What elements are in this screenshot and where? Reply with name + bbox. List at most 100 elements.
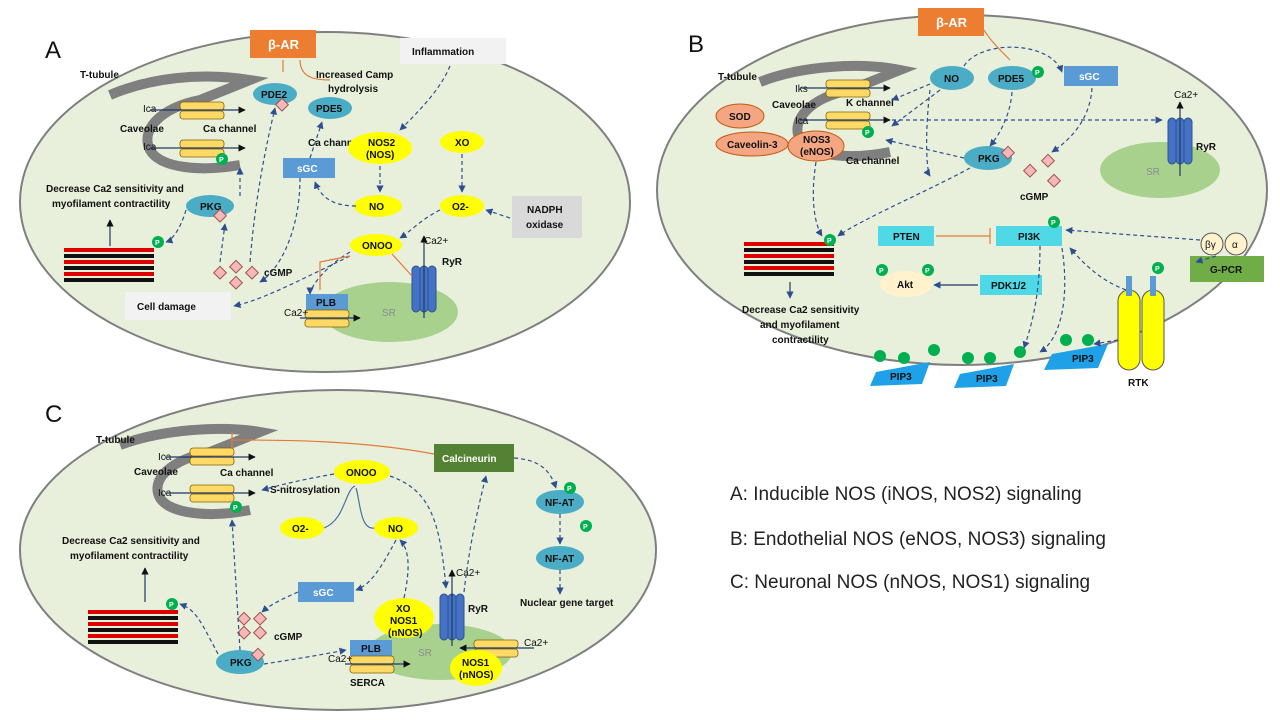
ryr-ca-label-c: Ca2+	[456, 568, 480, 579]
sod-label: SOD	[729, 112, 751, 123]
nuclear-target-label: Nuclear gene target	[520, 598, 614, 609]
pten-box	[878, 226, 934, 246]
pkg-label-b: PKG	[978, 154, 1000, 165]
sr-label-a: SR	[382, 308, 396, 319]
panel-letter-c: C	[45, 401, 62, 428]
no-node-a	[354, 195, 402, 217]
decrease-label-a1: Decrease Ca2 sensitivity and	[46, 184, 184, 195]
sgc-label-b: sGC	[1079, 72, 1100, 83]
legend-a: A: Inducible NOS (iNOS, NOS2) signaling	[730, 484, 1082, 505]
nadph-label-line2: oxidase	[526, 220, 564, 231]
onoo-label-a: ONOO	[362, 241, 393, 252]
pkg-node-c	[216, 650, 264, 674]
t-tubule-label-b: T-tubule	[718, 72, 757, 83]
cgmp-diamonds-a	[212, 259, 260, 290]
decrease-label-b2: and myofilament	[760, 320, 840, 331]
nfat-node-2	[536, 546, 584, 570]
no-node-c	[374, 517, 418, 539]
pde5-node-b	[988, 66, 1036, 90]
onoo-node-c	[334, 460, 390, 484]
svg-text:P: P	[219, 157, 224, 164]
rtk-label: RTK	[1128, 378, 1149, 389]
alpha-node	[1224, 232, 1248, 256]
svg-text:P: P	[1155, 266, 1160, 273]
cgmp-label-b: cGMP	[1020, 192, 1049, 203]
legend-b: B: Endothelial NOS (eNOS, NOS3) signalin…	[730, 529, 1106, 550]
calcineurin-label: Calcineurin	[442, 454, 496, 465]
nadph-box	[512, 196, 582, 238]
pkg-node-b	[964, 146, 1012, 170]
ca2-right-label-c: Ca2+	[524, 638, 548, 649]
cell-damage-label: Cell damage	[137, 302, 196, 313]
pkg-label-c: PKG	[230, 658, 252, 669]
ica-label-a2: Ica	[143, 142, 157, 153]
plb-label-c: PLB	[361, 644, 381, 655]
ca2-plb-label-c: Ca2+	[328, 654, 352, 665]
decrease-label-c1: Decrease Ca2 sensitivity and	[62, 536, 200, 547]
decrease-label-b3: contractility	[772, 335, 829, 346]
legend: A: Inducible NOS (iNOS, NOS2) signaling …	[730, 484, 1106, 593]
svg-text:P: P	[583, 524, 588, 531]
pdk-box	[980, 275, 1042, 295]
o2-node-a	[440, 195, 484, 217]
beta-gamma-node	[1200, 232, 1224, 256]
pi3k-box	[996, 226, 1062, 246]
cell-a	[19, 31, 631, 373]
onoo-node-a	[350, 234, 402, 256]
xo-label-a: XO	[455, 138, 470, 149]
ca-channel-label-a1: Ca channel	[203, 124, 257, 135]
ca2-plb-label-a: Ca2+	[284, 308, 308, 319]
cgmp-label-a: cGMP	[264, 268, 293, 279]
nadph-label-line1: NADPH	[527, 205, 563, 216]
nfat-node-1	[536, 490, 584, 514]
t-tubule-c	[118, 423, 279, 519]
k-channel-label: K channel	[846, 98, 894, 109]
sgc-box-b	[1064, 66, 1118, 86]
svg-text:P: P	[925, 268, 930, 275]
onoo-label-c: ONOO	[346, 468, 377, 479]
decrease-label-a2: myofilament contractility	[52, 199, 171, 210]
svg-text:PIP3: PIP3	[890, 372, 912, 383]
pde5-label-b: PDE5	[998, 74, 1025, 85]
pi3k-label: PI3K	[1018, 232, 1041, 243]
calcineurin-box	[434, 444, 514, 472]
beta-ar-box-b	[918, 8, 984, 36]
panel-c: C T-tubule Ica Caveolae Ca channel Ica P…	[19, 389, 657, 711]
nos3-label-line1: NOS3	[803, 135, 831, 146]
panel-b: B T-tubule β-AR Iks Caveolae K channel I…	[656, 8, 1268, 389]
svg-text:P: P	[879, 268, 884, 275]
t-tubule-a	[108, 71, 269, 174]
sgc-label-a: sGC	[297, 164, 318, 175]
serca-label: SERCA	[350, 678, 385, 689]
iks-label: Iks	[795, 84, 808, 95]
cgmp-diamonds-b	[1000, 145, 1062, 188]
inflammation-label: Inflammation	[412, 47, 474, 58]
nos2-label-line2: (NOS)	[366, 150, 394, 161]
sgc-label-c: sGC	[313, 588, 334, 599]
panel-a: A T-tubule β-AR Inflammation Increased C…	[19, 30, 631, 373]
nos2-label-line1: NOS2	[368, 138, 396, 149]
ica-label-a1: Ica	[143, 104, 157, 115]
gpcr-label: G-PCR	[1210, 265, 1243, 276]
legend-c: C: Neuronal NOS (nNOS, NOS1) signaling	[730, 572, 1090, 593]
pde5-label-a: PDE5	[316, 104, 343, 115]
sgc-box-c	[298, 582, 354, 602]
caveolae-label-a: Caveolae	[120, 124, 164, 135]
t-tubule-label-c: T-tubule	[96, 435, 135, 446]
svg-text:P: P	[827, 238, 832, 245]
o2-label-c: O2-	[292, 524, 309, 535]
rtk-receptor	[1117, 276, 1165, 371]
pip3-group: PIP3 PIP3 PIP3	[870, 334, 1108, 388]
ryr-label-b: RyR	[1196, 142, 1217, 153]
sgc-box-a	[283, 158, 335, 178]
o2-label-a: O2-	[452, 202, 469, 213]
nos2-node	[348, 132, 412, 164]
nos3-node	[787, 130, 845, 162]
ca-channel-label-a2: Ca channel	[308, 138, 362, 149]
ryr-label-a: RyR	[442, 257, 463, 268]
ica-label-c1: Ica	[158, 452, 172, 463]
increased-camp-line2: hydrolysis	[328, 84, 378, 95]
increased-camp-line1: Increased Camp	[316, 70, 393, 81]
pkg-label-a: PKG	[200, 202, 222, 213]
